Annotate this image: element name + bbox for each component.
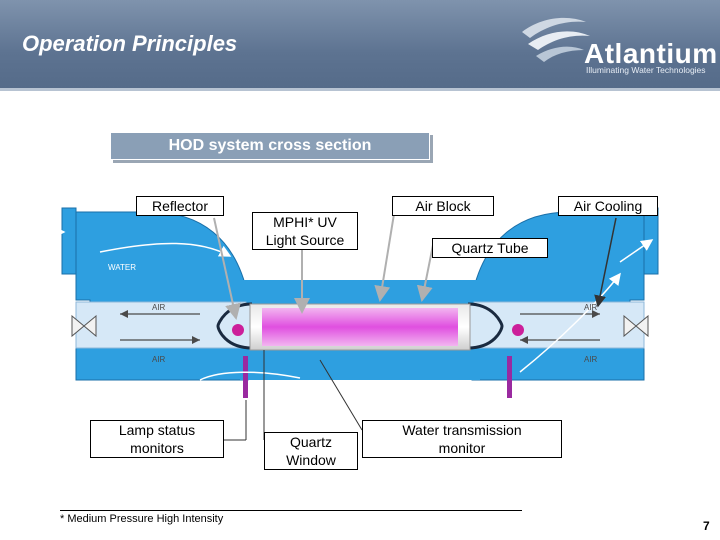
lamp-status-label-line1: Lamp status	[118, 422, 196, 438]
water-monitor-label-line1: Water transmission	[402, 422, 522, 438]
left-lamp-electrode	[232, 324, 244, 336]
quartz-window-label-line1: Quartz	[289, 434, 332, 450]
air-label-top-left: AIR	[152, 303, 166, 312]
atlantium-logo-icon	[522, 17, 590, 62]
uv-source-label-line2: Light Source	[265, 232, 345, 248]
quartz-window-label: Quartz Window	[264, 432, 358, 470]
left-flange	[61, 207, 77, 275]
right-fan-icon	[623, 314, 649, 338]
water-monitor-label-line2: monitor	[438, 440, 486, 456]
uv-source-label-line1: MPHI* UV	[273, 214, 337, 230]
right-reflector	[467, 302, 504, 350]
water-monitor-label: Water transmission monitor	[362, 420, 562, 458]
air-cooling-label: Air Cooling	[558, 196, 658, 216]
lamp-status-label-line2: monitors	[130, 440, 184, 456]
logo-tagline: Illuminating Water Technologies	[586, 65, 706, 75]
section-title: HOD system cross section	[110, 132, 430, 160]
air-label-bottom-left: AIR	[152, 355, 166, 364]
footnote-divider	[60, 510, 522, 511]
lamp-status-sensor-right	[507, 356, 512, 398]
uv-source-label: MPHI* UV Light Source	[252, 212, 358, 250]
page-number: 7	[703, 519, 710, 533]
reflector-label: Reflector	[136, 196, 224, 216]
quartz-tube-label: Quartz Tube	[432, 238, 548, 258]
right-lamp-electrode	[512, 324, 524, 336]
left-fan-icon	[71, 314, 97, 338]
logo-text: Atlantium	[584, 38, 718, 69]
page-title: Operation Principles	[22, 31, 238, 56]
quartz-window-label-line2: Window	[286, 452, 336, 468]
uv-light-source	[262, 308, 458, 346]
header-bar	[0, 0, 720, 88]
water-label: WATER	[108, 263, 136, 272]
air-block-label: Air Block	[392, 196, 494, 216]
air-label-bottom-right: AIR	[584, 355, 598, 364]
air-label-top-right: AIR	[584, 303, 598, 312]
lamp-status-label: Lamp status monitors	[90, 420, 224, 458]
footnote: * Medium Pressure High Intensity	[60, 513, 224, 525]
header-divider	[0, 88, 720, 91]
lamp-status-sensor-left	[243, 356, 248, 398]
